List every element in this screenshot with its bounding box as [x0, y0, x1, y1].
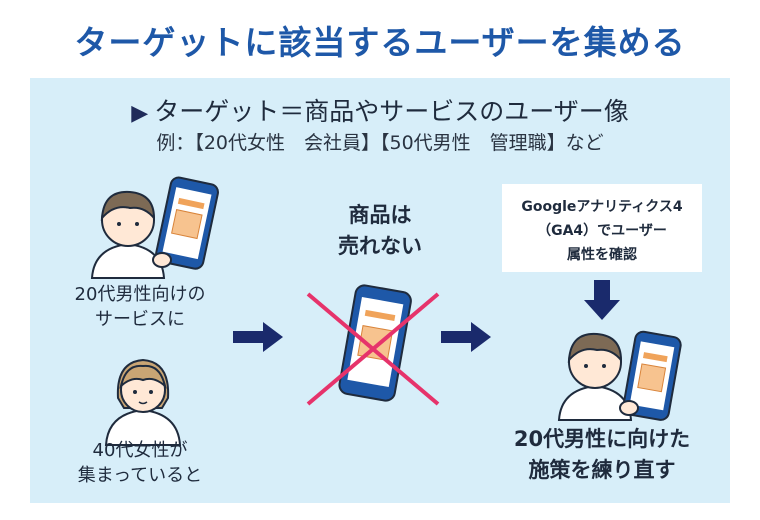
center-label-line-1: 商品は: [348, 203, 412, 227]
subtitle-text: ターゲット＝商品やサービスのユーザー像: [154, 97, 629, 126]
center-label: 商品は 売れない: [290, 200, 470, 262]
woman-illustration: [104, 358, 182, 446]
left-top-label-line-1: 20代男性向けの: [74, 284, 206, 305]
right-arrow-icon-2: [441, 322, 491, 352]
right-label: 20代男性に向けた 施策を練り直す: [496, 424, 708, 486]
young-man-with-phone-illustration: [90, 176, 219, 279]
left-bottom-label: 40代女性が 集まっていると: [50, 438, 230, 488]
left-top-label: 20代男性向けの サービスに: [50, 282, 230, 332]
subtitle: ▶ターゲット＝商品やサービスのユーザー像: [0, 92, 760, 128]
ga4-line-1: Googleアナリティクス4: [521, 199, 683, 215]
left-bottom-label-line-2: 集まっていると: [77, 465, 203, 486]
right-label-line-1: 20代男性に向けた: [513, 427, 691, 451]
young-man-with-phone-illustration-right: [557, 330, 682, 421]
page-title: ターゲットに該当するユーザーを集める: [74, 23, 686, 62]
left-top-label-line-2: サービスに: [95, 309, 185, 330]
left-bottom-label-line-1: 40代女性が: [92, 440, 188, 461]
triangle-marker-icon: ▶: [131, 101, 149, 126]
ga4-info-box: Googleアナリティクス4 （GA4）でユーザー 属性を確認: [502, 184, 702, 272]
example-text: 例：【20代女性 会社員】【50代男性 管理職】など: [156, 132, 604, 154]
crossed-out-phone-illustration: [306, 284, 440, 406]
right-label-line-2: 施策を練り直す: [528, 458, 676, 482]
ga4-line-3: 属性を確認: [567, 247, 637, 263]
center-label-line-2: 売れない: [338, 234, 422, 258]
ga4-line-2: （GA4）でユーザー: [537, 223, 667, 239]
right-arrow-icon: [233, 322, 283, 352]
down-arrow-icon: [584, 280, 620, 320]
